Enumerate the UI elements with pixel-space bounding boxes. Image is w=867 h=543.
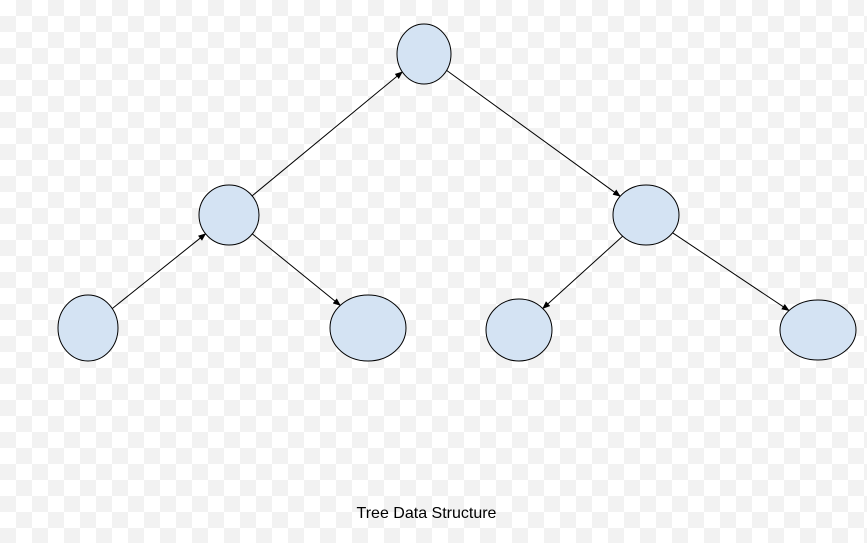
diagram-caption: Tree Data Structure bbox=[356, 505, 497, 522]
node-left-right-leaf bbox=[329, 294, 407, 362]
node-right-right-leaf bbox=[779, 299, 857, 361]
node-left-left-leaf bbox=[57, 294, 119, 362]
edge-arrow-right-child-to-right-left-leaf bbox=[542, 235, 623, 310]
edges bbox=[111, 69, 790, 312]
node-left-child bbox=[198, 184, 260, 246]
node-right-child bbox=[612, 184, 680, 246]
edge-arrow-right-child-to-right-right-leaf bbox=[672, 232, 790, 312]
nodes bbox=[57, 23, 857, 362]
edge-arrow-left-child-to-root bbox=[251, 71, 403, 197]
edge-arrow-left-left-leaf-to-left-child bbox=[111, 233, 207, 309]
edge-arrow-left-child-to-left-right-leaf bbox=[251, 233, 341, 306]
edge-arrow-root-to-right-child bbox=[446, 69, 621, 197]
node-right-left-leaf bbox=[485, 298, 553, 362]
node-root bbox=[396, 23, 452, 85]
